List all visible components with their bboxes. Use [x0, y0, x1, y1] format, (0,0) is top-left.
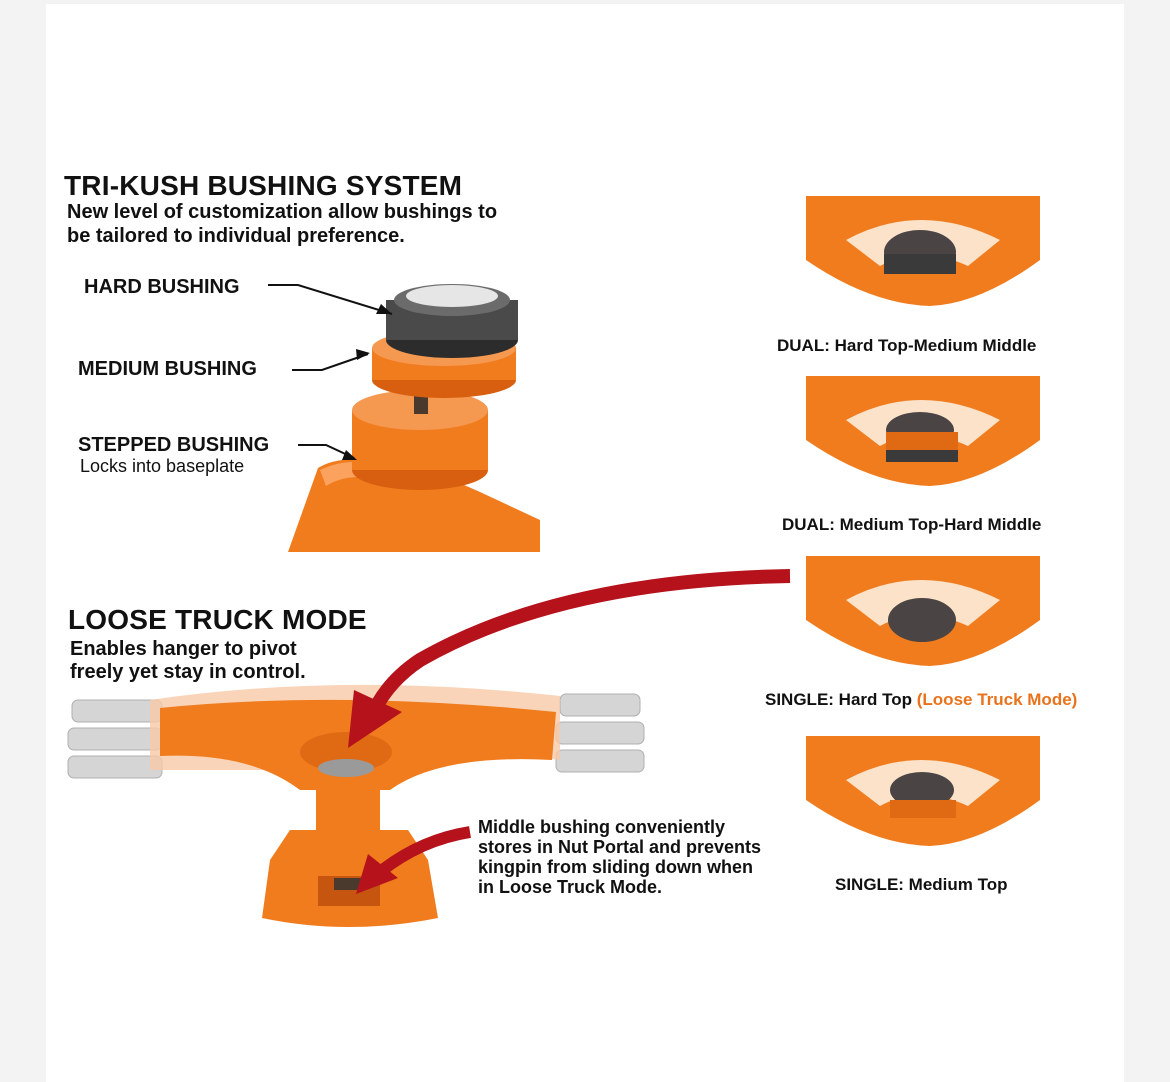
config-caption-3-text: SINGLE: Hard Top	[765, 690, 913, 709]
nut-portal-note-line-2: stores in Nut Portal and prevents	[478, 837, 762, 857]
bushing-section-title: TRI-KUSH BUSHING SYSTEM	[64, 170, 463, 201]
stepped-bushing-note: Locks into baseplate	[80, 456, 245, 476]
config-photo-4	[806, 736, 1040, 846]
bushing-section-subtitle-1: New level of customization allow bushing…	[67, 201, 498, 223]
nut-portal-note-line-3: kingpin from sliding down when	[478, 857, 753, 877]
config-caption-3: SINGLE: Hard Top (Loose Truck Mode)	[765, 690, 1077, 710]
config-photo-2	[806, 376, 1040, 486]
nut-portal-note: Middle bushing conveniently stores in Nu…	[478, 817, 761, 897]
config-photo-1	[806, 196, 1040, 306]
bushing-section-subtitle-2: be tailored to individual preference.	[67, 225, 405, 247]
stepped-bushing-label: STEPPED BUSHING	[78, 434, 270, 456]
config-caption-1: DUAL: Hard Top-Medium Middle	[777, 336, 1037, 355]
loose-section-subtitle-2: freely yet stay in control.	[70, 661, 306, 683]
hard-bushing-label: HARD BUSHING	[84, 276, 240, 298]
config-caption-3-accent: (Loose Truck Mode)	[916, 690, 1078, 709]
loose-section-subtitle-1: Enables hanger to pivot	[70, 638, 297, 660]
config-caption-4: SINGLE: Medium Top	[835, 875, 1008, 894]
nut-portal-note-line-4: in Loose Truck Mode.	[478, 877, 663, 897]
config-photo-3	[806, 556, 1040, 666]
medium-bushing-label: MEDIUM BUSHING	[78, 358, 257, 380]
config-caption-2: DUAL: Medium Top-Hard Middle	[782, 515, 1042, 534]
nut-portal-note-line-1: Middle bushing conveniently	[478, 817, 726, 837]
content-card	[46, 4, 1124, 1082]
loose-section-title: LOOSE TRUCK MODE	[68, 604, 367, 635]
